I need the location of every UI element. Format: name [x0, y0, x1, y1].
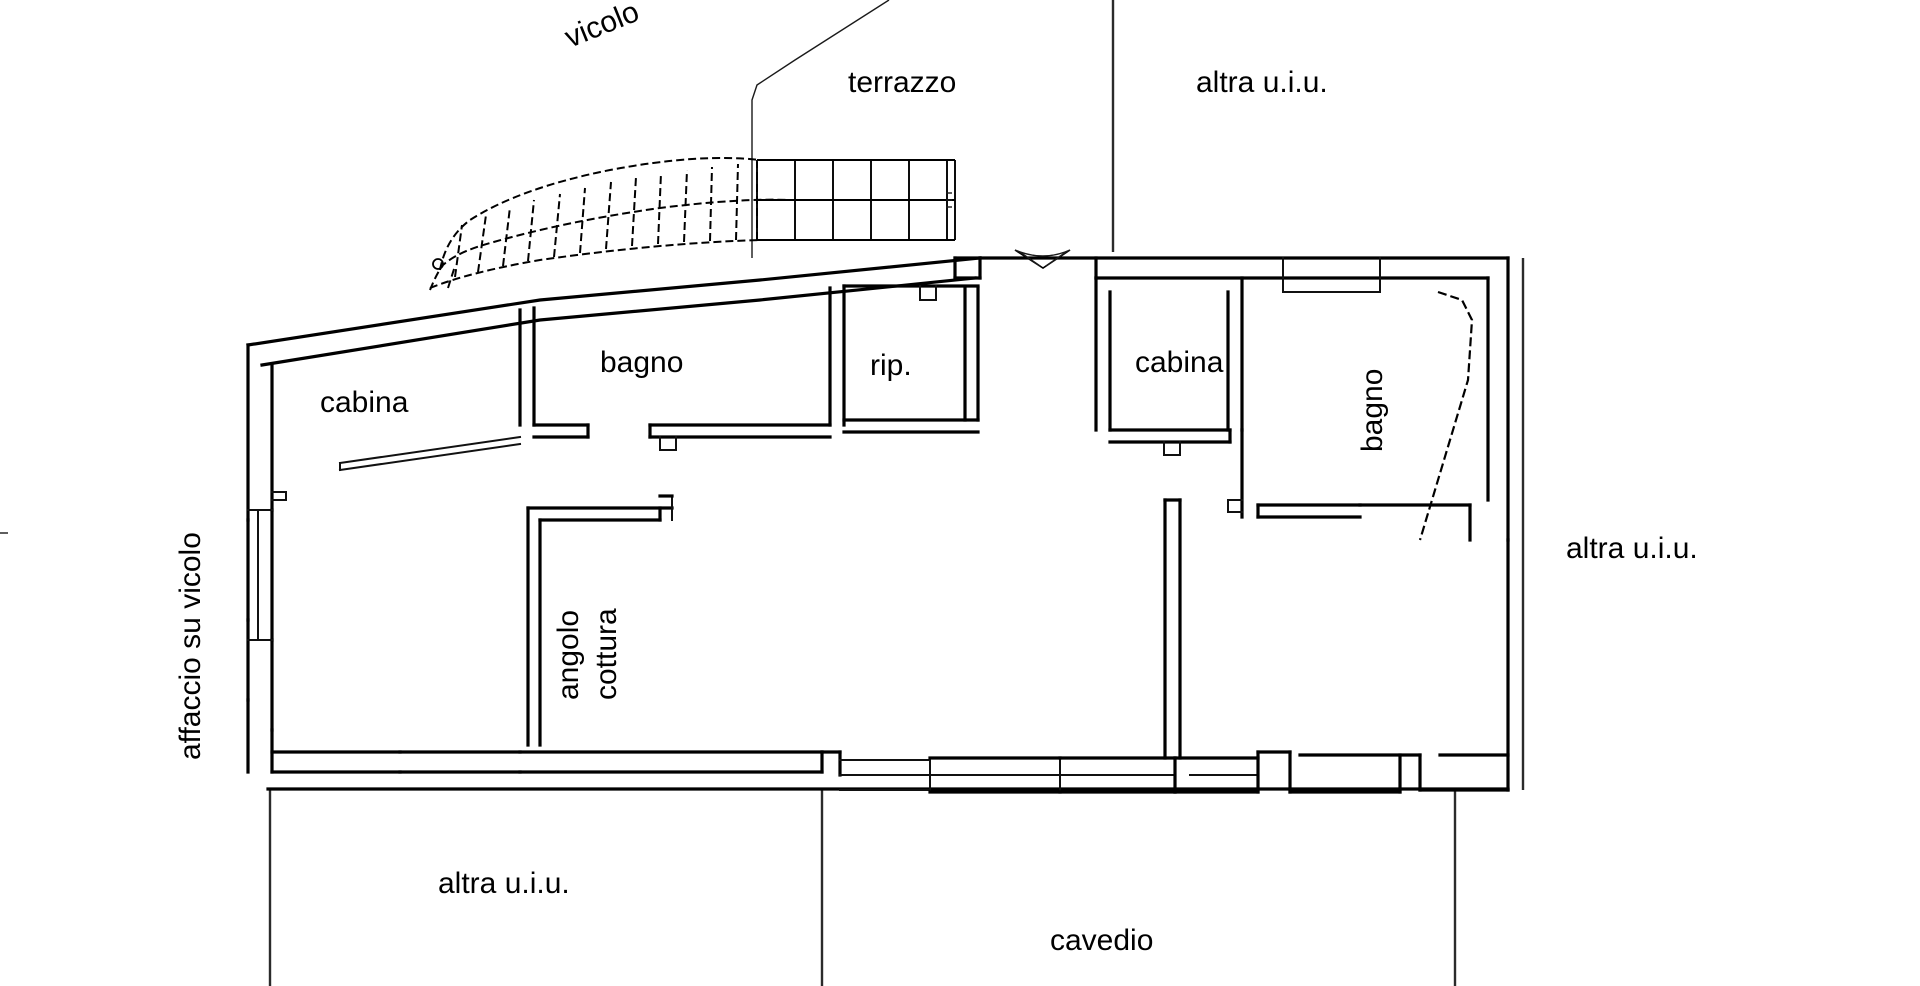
room-bagno-left — [648, 284, 846, 451]
room-angolo-cottura — [526, 494, 674, 747]
room-cabina-left — [338, 306, 590, 472]
label-bagno-right: bagno — [1356, 369, 1389, 452]
label-vicolo: vicolo — [560, 0, 643, 54]
label-cabina-left: cabina — [320, 386, 409, 419]
context-boundaries — [0, 0, 1525, 986]
partition-center-right — [1163, 498, 1182, 760]
unit-outer-walls — [246, 256, 1510, 794]
entrance-door — [953, 249, 1071, 280]
label-ripostiglio: rip. — [870, 349, 912, 382]
label-cavedio: cavedio — [1050, 924, 1153, 957]
room-bagno-right — [1227, 257, 1474, 542]
label-affaccio-su-vicolo: affaccio su vicolo — [174, 532, 207, 760]
room-cabina-right — [1094, 276, 1244, 456]
label-angolo-cottura-line1: angolo — [552, 610, 585, 700]
label-cabina-right: cabina — [1135, 346, 1224, 379]
plan-labels: vicolo terrazzo altra u.i.u. altra u.i.u… — [174, 0, 1698, 957]
label-bagno-left: bagno — [600, 346, 683, 379]
label-angolo-cottura-line2: cottura — [590, 608, 623, 700]
label-terrazzo: terrazzo — [848, 66, 956, 99]
label-altra-uiu-top: altra u.i.u. — [1196, 66, 1328, 99]
room-ripostiglio — [842, 284, 980, 434]
stair-pivot-icon — [432, 258, 444, 270]
label-altra-uiu-right: altra u.i.u. — [1566, 532, 1698, 565]
label-altra-uiu-bottom: altra u.i.u. — [438, 867, 570, 900]
staircase — [429, 156, 956, 291]
